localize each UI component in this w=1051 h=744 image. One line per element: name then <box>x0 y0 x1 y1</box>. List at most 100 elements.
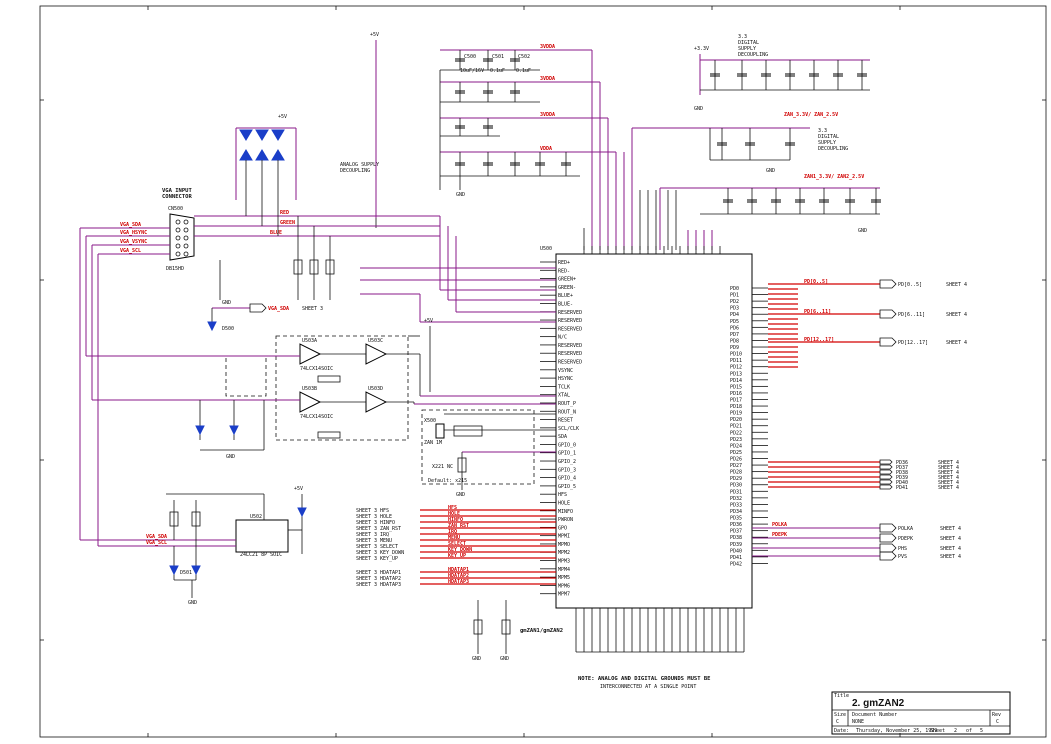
net-label: HOLE <box>448 511 460 517</box>
esd-diodes: +5V <box>235 114 297 236</box>
diode-ref: D500 <box>222 326 234 332</box>
db15-pin <box>175 251 181 257</box>
net-name: HDATAP1 <box>380 570 401 576</box>
gnd-label: GND <box>766 168 775 174</box>
sheet-label: SHEET 4 <box>938 480 959 486</box>
net-port <box>879 474 893 480</box>
ic-pin-label: MINFO <box>558 509 573 515</box>
ic-pin-label: PD6 <box>730 325 739 331</box>
sheet-label: SHEET 3 <box>302 306 323 312</box>
title-block: Title 2. gmZAN2 Size C Document Number N… <box>831 691 1011 735</box>
sheet-label: SHEET 4 <box>946 312 967 318</box>
net-port <box>879 469 893 475</box>
title-label: Title <box>834 693 849 699</box>
u503b-ref: U503B <box>302 386 317 392</box>
net-name: HOLE <box>380 514 392 520</box>
net-name: MENU <box>380 538 392 544</box>
sheet-value: 2 <box>954 728 957 734</box>
pd-bus-net: PD[0..5] <box>804 279 828 285</box>
sheet-label: SHEET 4 <box>940 526 961 532</box>
ic-pin-label: PD27 <box>730 463 742 469</box>
net-port <box>879 484 893 490</box>
ic-pin-label: PD0 <box>730 286 739 292</box>
sheet-ref: SHEET 3 <box>356 532 377 538</box>
net-name: ZAN_RST <box>380 526 401 532</box>
ic-pin-label: RESERVED <box>558 318 582 324</box>
crystal-freq: ZAN 1M <box>424 440 442 446</box>
ic-pin-label: PD25 <box>730 450 742 456</box>
vga-scl-net: VGA_SCL <box>120 248 141 254</box>
ic-pin-label: PD19 <box>730 411 742 417</box>
ic-pin-label: ROUT_P <box>558 401 576 407</box>
vga-scl-net-2: VGA_SCL <box>146 540 167 546</box>
net-port-label: PD36 <box>896 460 908 466</box>
rev-value: C <box>996 719 999 725</box>
ic-pin-label: RESET <box>558 418 573 424</box>
pd-bus-label: PD[6..11] <box>898 312 925 318</box>
ic-pin-label: PD33 <box>730 502 742 508</box>
of-label: of <box>966 728 972 734</box>
ic-pin-label: PD39 <box>730 542 742 548</box>
eeprom-ref: U502 <box>250 514 262 520</box>
cap-ref: C500 <box>464 54 476 60</box>
pd-bus-label: PD[12..17] <box>898 340 928 346</box>
ic-right-pins: PD0PD1PD2PD3PD4PD5PD6PD7PD8PD9PD10PD11PD… <box>730 286 768 567</box>
ic-pin-label: PD16 <box>730 391 742 397</box>
cap-row-4 <box>455 152 571 176</box>
size-label: Size <box>834 712 846 718</box>
ic-pin-label: PD35 <box>730 516 742 522</box>
bottom-resistors: GND GND <box>472 600 511 662</box>
sheet-ref: SHEET 3 <box>356 576 377 582</box>
db15-pin <box>183 219 189 225</box>
vga-sda-port: VGA_SDA SHEET 3 D500 <box>207 303 323 332</box>
ic-pin-label: RESERVED <box>558 343 582 349</box>
ic-pin-label: RED- <box>558 268 570 274</box>
sheet-ref: SHEET 3 <box>356 526 377 532</box>
sheet-label: SHEET 4 <box>938 485 959 491</box>
crystal-ref: X500 <box>424 418 436 424</box>
ic-pin-label: PD20 <box>730 417 742 423</box>
ic-pin-label: N/C <box>558 335 567 341</box>
ic-pin-label: PD13 <box>730 371 742 377</box>
gnd-label: GND <box>188 600 197 606</box>
sheet-label: SHEET 4 <box>938 475 959 481</box>
gnd-label: GND <box>456 192 465 198</box>
net-label: IRQ <box>448 529 457 535</box>
ic-pin-label: PD10 <box>730 352 742 358</box>
ic-pin-label: PD23 <box>730 437 742 443</box>
eeprom-u502: U502 24LC21 8P SOIC VGA_SDA VGA_SCL D501… <box>80 486 307 606</box>
default-x215: Default: x215 <box>428 478 467 484</box>
ic-pin-label: MPM3 <box>558 559 570 565</box>
net-label: HDATAP1 <box>448 567 469 573</box>
cap-value: 10uF/16V <box>460 68 484 74</box>
sheet-label: Sheet <box>930 728 945 734</box>
ground-note-2: INTERCONNECTED AT A SINGLE POINT <box>600 684 696 690</box>
net-port-label: PD37 <box>896 465 908 471</box>
ic-pin-label: GPIO_5 <box>558 484 576 490</box>
sheet-ref: SHEET 3 <box>356 514 377 520</box>
cap-ref: C501 <box>492 54 504 60</box>
net-label: HFS <box>448 505 457 511</box>
ic-pin-label: PWRON <box>558 517 573 523</box>
pd-bus-groups: PD[0..5]SHEET 4PD[0..5]PD[6..11]SHEET 4P… <box>768 279 967 368</box>
ic-pin-label: MPMO <box>558 542 570 548</box>
ic-ref: U500 <box>540 246 552 252</box>
zan-supply-label: ZAN_3.3V/ ZAN_2.5V <box>784 112 838 118</box>
ic-pin-label: PD18 <box>730 404 742 410</box>
ic-pin-label: PD14 <box>730 378 742 384</box>
ic-pin-label: PD30 <box>730 483 742 489</box>
sheet-ref: SHEET 3 <box>356 550 377 556</box>
pd-bus-net: PD[6..11] <box>804 309 831 315</box>
ic-pin-label: RESERVED <box>558 326 582 332</box>
analog-decoupling: +5V 3VDDA 3VDDA 3VDDA VDDA C500 10uF/16V… <box>340 32 616 228</box>
gnd-label: GND <box>226 454 235 460</box>
sync-buffers: U503A 74LCX14SOIC U503C U503B 74LCX14SOI… <box>86 318 556 460</box>
ic-pin-label: GPIO_3 <box>558 467 576 473</box>
cap-row-2 <box>455 82 520 102</box>
sheet-ref: SHEET 3 <box>356 556 377 562</box>
